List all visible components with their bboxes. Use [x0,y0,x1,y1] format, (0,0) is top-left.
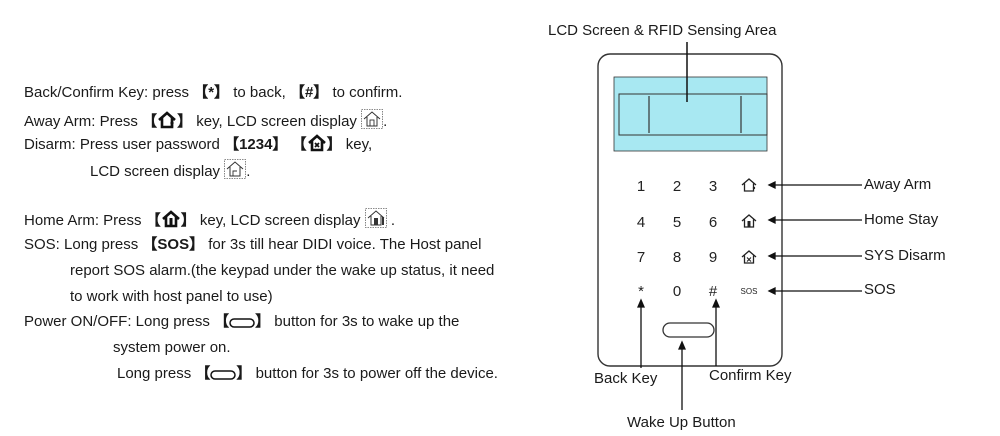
sys-disarm-label: SYS Disarm [864,247,946,264]
back-key-label: Back Key [594,370,658,387]
right-callout-arrows [767,180,862,296]
house-person-icon [157,111,177,129]
sos-label: SOS [864,281,896,298]
sos-line-2: report SOS alarm.(the keypad under the w… [70,262,495,279]
confirm-key-label: Confirm Key [709,367,792,384]
home-arm-line: Home Arm: Press 【】 key, LCD screen displ… [24,208,395,230]
lcd-home-display-icon [364,208,387,228]
key-3[interactable]: 3 [709,178,717,195]
key-2[interactable]: 2 [673,178,681,195]
power-line-2: system power on. [113,339,231,356]
wake-up-label: Wake Up Button [627,414,736,431]
sos-line: SOS: Long press 【SOS】 for 3s till hear D… [24,236,482,253]
disarm-line: Disarm: Press user password 【1234】 【】 ke… [24,134,373,153]
away-arm-label: Away Arm [864,176,932,193]
home-stay-label: Home Stay [864,211,939,228]
lcd-callout-label: LCD Screen & RFID Sensing Area [548,22,777,39]
key-9[interactable]: 9 [709,249,717,266]
home-stay-key-icon[interactable] [741,214,757,228]
key-4[interactable]: 4 [637,214,645,231]
disarm-line-2: LCD screen display . [90,159,250,181]
key-hash[interactable]: # [709,283,718,300]
power-line-3: Long press 【】 button for 3s to power off… [117,365,498,382]
wake-button-icon [229,317,255,329]
house-in-icon [161,210,181,228]
back-confirm-line: Back/Confirm Key: press 【*】 to back, 【#】… [24,84,403,101]
key-0[interactable]: 0 [673,283,681,300]
key-5[interactable]: 5 [673,214,681,231]
key-star[interactable]: * [638,283,644,300]
key-8[interactable]: 8 [673,249,681,266]
lcd-away-display-icon [361,109,383,129]
wake-up-button[interactable] [662,322,715,338]
house-x-icon [307,134,327,152]
key-6[interactable]: 6 [709,214,717,231]
wake-button-icon [210,369,237,381]
bottom-callout-arrows [637,298,720,410]
sys-disarm-key-icon[interactable] [741,250,757,264]
sos-line-3: to work with host panel to use) [70,288,273,305]
key-1[interactable]: 1 [637,178,645,195]
lcd-inner-frame [618,93,768,136]
lcd-screen [613,76,768,152]
away-arm-key-icon[interactable] [741,178,757,192]
key-sos[interactable]: SOS [741,287,758,296]
away-arm-line: Away Arm: Press 【】 key, LCD screen displ… [24,109,387,131]
lcd-disarm-display-icon [224,159,247,179]
key-7[interactable]: 7 [637,249,645,266]
power-line: Power ON/OFF: Long press 【】 button for 3… [24,313,460,330]
